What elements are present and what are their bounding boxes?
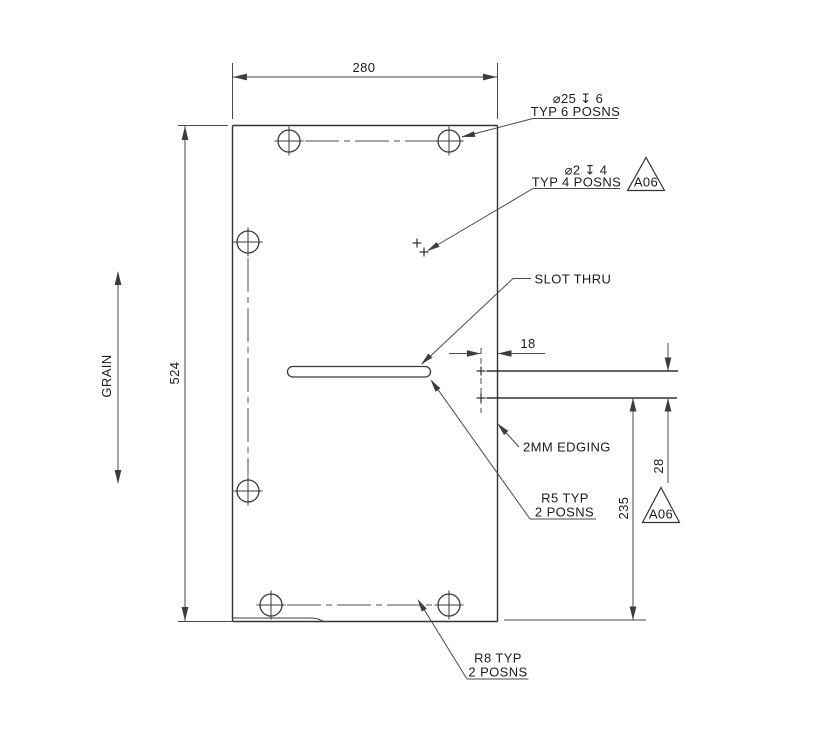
callout-slot: SLOT THRU (421, 272, 611, 365)
pilot-cross-3 (476, 366, 486, 376)
edging-label: 2MM EDGING (523, 440, 611, 455)
pilot-cross-4 (476, 393, 486, 403)
hole-top-right (434, 126, 464, 156)
counterbore-holes (233, 126, 464, 620)
flag-a06-lower-label: A06 (649, 507, 673, 522)
pilot-cross-1 (412, 238, 422, 248)
callout-edging: 2MM EDGING (497, 423, 611, 455)
flag-a06-upper: A06 (626, 156, 666, 192)
dimension-28: 28 (651, 343, 672, 483)
slot-label: SLOT THRU (535, 272, 612, 287)
panel-outline (231, 124, 499, 623)
dimension-18: 18 (449, 336, 545, 357)
callout-r5: R5 TYP 2 POSNS (430, 379, 596, 520)
callout-counterbore: ⌀25 ↧ 6 TYP 6 POSNS (461, 91, 620, 138)
hole-top-left (274, 126, 304, 156)
dimension-235: 235 (504, 398, 646, 621)
hole-bottom-left (256, 590, 286, 620)
hole-mid-left-upper (233, 227, 263, 257)
grain-indicator: GRAIN (99, 271, 122, 484)
flag-a06-upper-label: A06 (634, 175, 658, 190)
tab-projection-lines (486, 370, 678, 399)
flag-a06-lower: A06 (641, 486, 681, 524)
counterbore-qty: TYP 6 POSNS (531, 104, 620, 119)
pilot-qty: TYP 4 POSNS (532, 175, 621, 190)
r8-spec: R8 TYP (474, 651, 522, 666)
slot (286, 365, 432, 378)
r5-qty: 2 POSNS (535, 505, 594, 520)
callout-pilot: ⌀2 ↧ 4 TYP 4 POSNS (427, 163, 621, 251)
counterbore-spec: ⌀25 ↧ 6 (553, 91, 603, 106)
pilot-cross-2 (419, 247, 429, 257)
dim-235-text: 235 (616, 497, 631, 520)
dimension-524: 524 (167, 125, 232, 622)
pilot-spec: ⌀2 ↧ 4 (565, 163, 608, 178)
grain-label: GRAIN (99, 354, 114, 397)
dimension-280: 280 (232, 60, 498, 119)
dim-28-text: 28 (651, 458, 666, 473)
r5-spec: R5 TYP (541, 491, 589, 506)
dim-280-text: 280 (353, 60, 376, 75)
r8-qty: 2 POSNS (468, 665, 527, 680)
callout-r8: R8 TYP 2 POSNS (417, 599, 529, 680)
dim-524-text: 524 (167, 362, 182, 385)
hole-bottom-right (434, 590, 464, 620)
hole-mid-left-lower (233, 476, 263, 506)
pilot-hole-marks (412, 238, 486, 413)
dim-18-text: 18 (520, 336, 535, 351)
center-lines (247, 140, 436, 606)
bottom-edging-line (232, 617, 328, 623)
